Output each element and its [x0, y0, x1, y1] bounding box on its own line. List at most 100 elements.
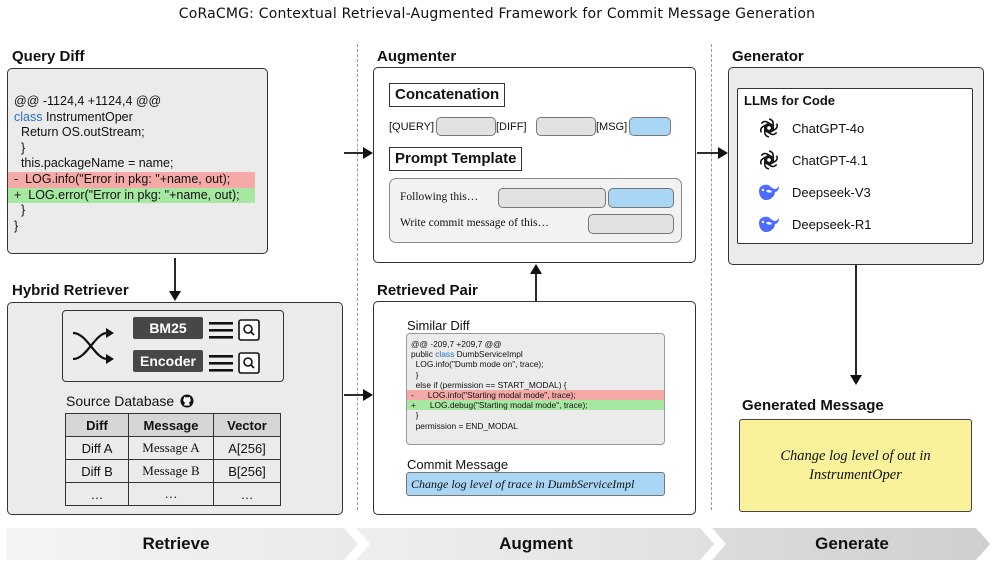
- llm-name: ChatGPT-4o: [792, 120, 865, 136]
- table-cell: …: [65, 482, 129, 506]
- table-cell: Message A: [128, 436, 214, 460]
- arrow-querydiff-to-retriever: [169, 258, 181, 301]
- code-line: }: [8, 203, 255, 219]
- prompt-template-box: Following this… Write commit message of …: [389, 178, 682, 243]
- code-text: - LOG.info("Error in pkg: "+name, out);: [14, 171, 231, 186]
- bm25-search-icon: [209, 319, 260, 341]
- code-line: }: [407, 370, 664, 380]
- following-diff-slot: [498, 188, 606, 208]
- code-line: - LOG.info("Starting modal mode", trace)…: [407, 390, 664, 401]
- code-keyword: class: [435, 349, 455, 360]
- llm-name: Deepseek-V3: [792, 184, 871, 200]
- col-header-message: Message: [128, 413, 214, 437]
- arrow-pair-to-augmenter: [530, 264, 542, 301]
- code-keyword: class: [14, 109, 43, 124]
- code-line: }: [8, 219, 255, 235]
- stage-augment-chevron: [356, 528, 714, 560]
- code-line: public class DumbServiceImpl: [407, 349, 664, 359]
- encoder-label: Encoder: [133, 350, 203, 372]
- code-line: }: [8, 141, 255, 157]
- separator-right: [711, 44, 712, 510]
- following-msg-slot: [608, 188, 674, 208]
- llm-name: Deepseek-R1: [792, 216, 872, 232]
- stage-generate-chevron: [712, 528, 990, 560]
- stage-augment: Augment: [499, 534, 573, 553]
- hybrid-retriever-heading: Hybrid Retriever: [12, 282, 129, 299]
- stage-retrieve-chevron: [6, 528, 358, 560]
- llm-item: ChatGPT-4.1: [756, 147, 868, 173]
- table-cell: B[256]: [213, 459, 281, 483]
- commit-message-value: Change log level of trace in DumbService…: [406, 472, 665, 496]
- code-text: + LOG.debug("Starting modal mode", trace…: [411, 400, 588, 411]
- stage-generate: Generate: [815, 534, 889, 553]
- retrieved-pair-heading: Retrieved Pair: [377, 282, 478, 299]
- hybrid-retriever-box: BM25 Encoder Source Database Diff Messag…: [7, 302, 343, 515]
- code-line: permission = END_MODAL: [407, 421, 664, 431]
- msg-tag: [MSG]: [596, 121, 628, 133]
- arrow-generator-to-message: [850, 265, 862, 385]
- generated-message-value: Change log level of out in InstrumentOpe…: [739, 419, 972, 512]
- concatenation-label: Concatenation: [389, 83, 506, 107]
- table-cell: Message B: [128, 459, 214, 483]
- diff-tag: [DIFF]: [496, 121, 527, 133]
- code-text: InstrumentOper: [42, 109, 133, 124]
- commit-message-label: Commit Message: [407, 457, 509, 472]
- openai-icon: [756, 148, 782, 172]
- code-line: + LOG.error("Error in pkg: "+name, out);: [8, 187, 255, 204]
- code-line: + LOG.debug("Starting modal mode", trace…: [407, 400, 664, 411]
- source-database-label: Source Database: [66, 393, 194, 409]
- code-line: @@ -209,7 +209,7 @@: [407, 339, 664, 349]
- code-text: this.packageName = name;: [14, 156, 174, 171]
- retriever-methods-box: BM25 Encoder: [62, 310, 284, 382]
- llm-item: ChatGPT-4o: [756, 115, 864, 141]
- bm25-label: BM25: [133, 317, 203, 339]
- code-text: LOG.info("Dumb mode on", trace);: [411, 359, 544, 370]
- generator-heading: Generator: [732, 48, 804, 65]
- llm-name: ChatGPT-4.1: [792, 152, 868, 168]
- code-text: DumbServiceImpl: [454, 349, 523, 360]
- write-commit-text: Write commit message of this…: [400, 217, 550, 229]
- code-text: }: [14, 140, 26, 155]
- llm-item: Deepseek-R1: [756, 211, 872, 237]
- concatenation-row: [QUERY] [DIFF] [MSG]: [389, 116, 689, 138]
- stage-retrieve: Retrieve: [142, 534, 210, 553]
- table-cell: A[256]: [213, 436, 281, 460]
- code-text: }: [411, 410, 419, 421]
- following-text: Following this…: [400, 191, 479, 203]
- deepseek-icon: [756, 182, 782, 202]
- code-text: }: [14, 218, 19, 233]
- table-cell: Diff A: [65, 436, 129, 460]
- code-text: @@ -1124,4 +1124,4 @@: [14, 94, 162, 108]
- query-tag: [QUERY]: [389, 121, 435, 133]
- retrieved-pair-box: Similar Diff @@ -209,7 +209,7 @@public c…: [373, 301, 696, 515]
- col-header-diff: Diff: [65, 413, 129, 437]
- similar-diff-code: @@ -209,7 +209,7 @@public class DumbServ…: [407, 339, 664, 431]
- separator-left: [357, 44, 358, 510]
- code-line: else if (permission == START_MODAL) {: [407, 380, 664, 390]
- code-line: - LOG.info("Error in pkg: "+name, out);: [8, 171, 255, 188]
- augmenter-heading: Augmenter: [377, 48, 457, 65]
- llm-item: Deepseek-V3: [756, 179, 871, 205]
- code-text: permission = END_MODAL: [411, 420, 518, 431]
- diagram-title: CoRaCMG: Contextual Retrieval-Augmented …: [178, 6, 816, 22]
- code-line: this.packageName = name;: [8, 156, 255, 172]
- arrow-retriever-to-pair: [344, 389, 373, 401]
- code-text: + LOG.error("Error in pkg: "+name, out);: [14, 187, 240, 202]
- code-line: class InstrumentOper: [8, 110, 255, 126]
- diff-slot: [536, 117, 596, 136]
- write-commit-slot: [588, 214, 674, 234]
- code-line: LOG.info("Dumb mode on", trace);: [407, 359, 664, 369]
- source-database-text: Source Database: [66, 393, 175, 409]
- openai-icon: [756, 116, 782, 140]
- deepseek-icon: [756, 214, 782, 234]
- code-line: Return OS.outStream;: [8, 125, 255, 141]
- msg-slot: [629, 117, 671, 136]
- github-icon: [180, 394, 194, 408]
- table-cell: Diff B: [65, 459, 129, 483]
- query-diff-code: @@ -1124,4 +1124,4 @@class InstrumentOpe…: [8, 94, 255, 234]
- table-row: ………: [65, 482, 281, 506]
